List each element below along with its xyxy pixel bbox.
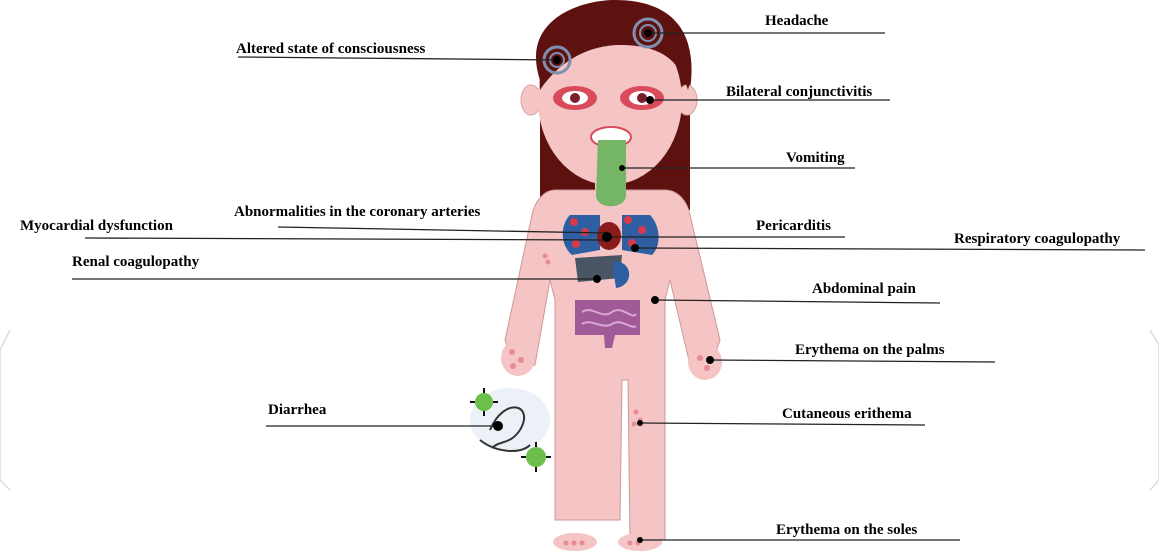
label-respiratory-coagulopathy: Respiratory coagulopathy — [954, 231, 1121, 247]
label-erythema-palms: Erythema on the palms — [795, 342, 945, 358]
point-renal — [593, 275, 601, 283]
label-altered-consciousness: Altered state of consciousness — [236, 41, 425, 57]
point-palms — [706, 356, 714, 364]
point-cutaneous — [637, 420, 643, 426]
point-soles — [637, 537, 643, 543]
label-renal-coagulopathy: Renal coagulopathy — [72, 254, 200, 270]
point-vomiting — [619, 165, 625, 171]
point-abdominal — [651, 296, 659, 304]
left-hand — [501, 340, 535, 376]
point-altered-consciousness — [553, 56, 561, 64]
vomit-stream — [596, 140, 626, 206]
diarrhea-illustration — [470, 388, 551, 472]
point-heart — [602, 232, 612, 242]
point-headache — [644, 29, 652, 37]
point-respiratory — [631, 244, 639, 252]
label-diarrhea: Diarrhea — [268, 402, 327, 418]
label-myocardial-dysfunction: Myocardial dysfunction — [20, 218, 174, 234]
label-cutaneous-erythema: Cutaneous erithema — [782, 406, 912, 422]
label-coronary-abnormalities: Abnormalities in the coronary arteries — [234, 204, 481, 220]
right-hand — [688, 344, 722, 380]
label-erythema-soles: Erythema on the soles — [776, 522, 917, 538]
label-vomiting: Vomiting — [786, 150, 845, 166]
point-conjunctivitis — [646, 96, 654, 104]
label-abdominal-pain: Abdominal pain — [812, 281, 916, 297]
point-diarrhea — [493, 421, 503, 431]
label-headache: Headache — [765, 13, 829, 29]
label-pericarditis: Pericarditis — [756, 218, 831, 234]
label-bilateral-conjunctivitis: Bilateral conjunctivitis — [726, 84, 872, 100]
